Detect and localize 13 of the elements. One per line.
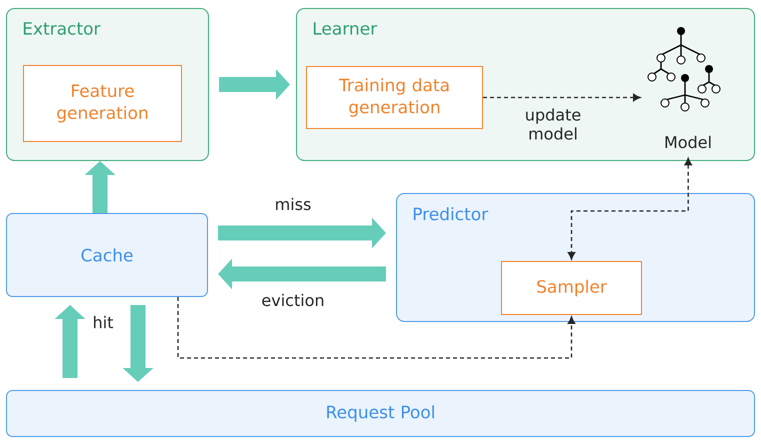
edge-label: eviction (262, 294, 324, 306)
edge-label: hit (94, 316, 114, 328)
process-box: Sampler (501, 261, 642, 315)
request-pool-bar: Request Pool (6, 390, 755, 437)
cache-box: Cache (6, 213, 208, 297)
edge-label: miss (276, 198, 311, 210)
process-box: Training data generation (306, 66, 483, 129)
process-box: Feature generation (23, 65, 182, 142)
dashed-arrow (177, 297, 576, 359)
node-label: Model (666, 136, 711, 148)
dashed-arrow (483, 94, 641, 102)
edge-label: update model (526, 108, 580, 140)
dashed-arrow (568, 158, 692, 260)
